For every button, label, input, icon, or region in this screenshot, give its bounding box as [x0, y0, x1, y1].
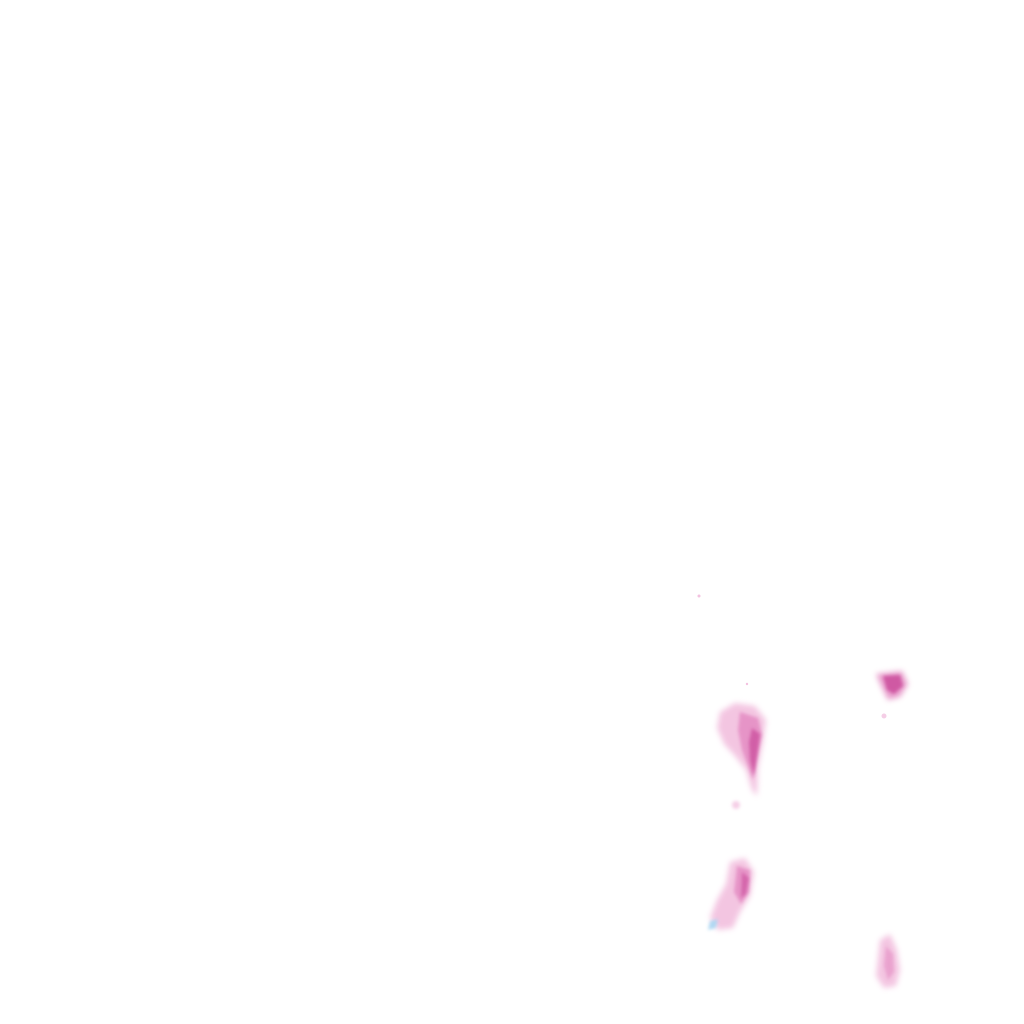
- blob-bottom-right: [876, 934, 900, 988]
- blob-lower-center: [710, 858, 754, 930]
- speck-blue: [708, 919, 718, 930]
- speck-small: [697, 594, 749, 686]
- blob-top-right: [876, 671, 908, 719]
- blob-center-right: [717, 703, 766, 809]
